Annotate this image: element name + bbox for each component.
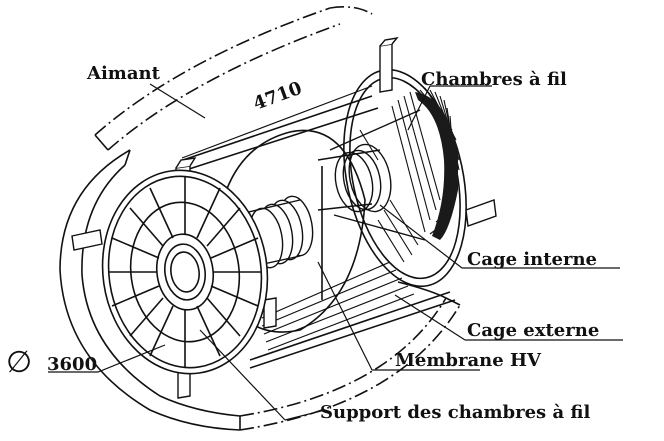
- label-support-chambres: Support des chambres à fil: [320, 402, 590, 423]
- front-support-wheel: [101, 169, 269, 375]
- leader-support: [199, 329, 326, 421]
- label-aimant: Aimant: [86, 63, 161, 84]
- inner-cage: [317, 109, 426, 241]
- magnet-shell: [59, 6, 461, 431]
- label-cage-externe: Cage externe: [467, 320, 599, 341]
- diameter-symbol: ∅: [6, 345, 32, 380]
- leader-cage-interne: [379, 204, 620, 269]
- label-dimension-3600: 3600: [47, 354, 97, 375]
- leader-cage-externe: [394, 294, 623, 341]
- leader-diameter: [48, 344, 166, 373]
- leader-chambres: [407, 85, 492, 131]
- label-dimension-4710: 4710: [251, 78, 305, 115]
- leader-lines: [48, 83, 623, 421]
- wire-chambers-dark: [415, 92, 458, 240]
- leader-dimension-4710: [181, 85, 373, 159]
- label-membrane-hv: Membrane HV: [395, 350, 542, 371]
- leader-membrane: [317, 261, 480, 371]
- leader-aimant: [149, 83, 206, 119]
- bottom-rails: [261, 261, 415, 351]
- label-chambres-a-fil: Chambres à fil: [421, 69, 567, 90]
- label-cage-interne: Cage interne: [467, 249, 597, 270]
- inner-tube: [239, 195, 314, 269]
